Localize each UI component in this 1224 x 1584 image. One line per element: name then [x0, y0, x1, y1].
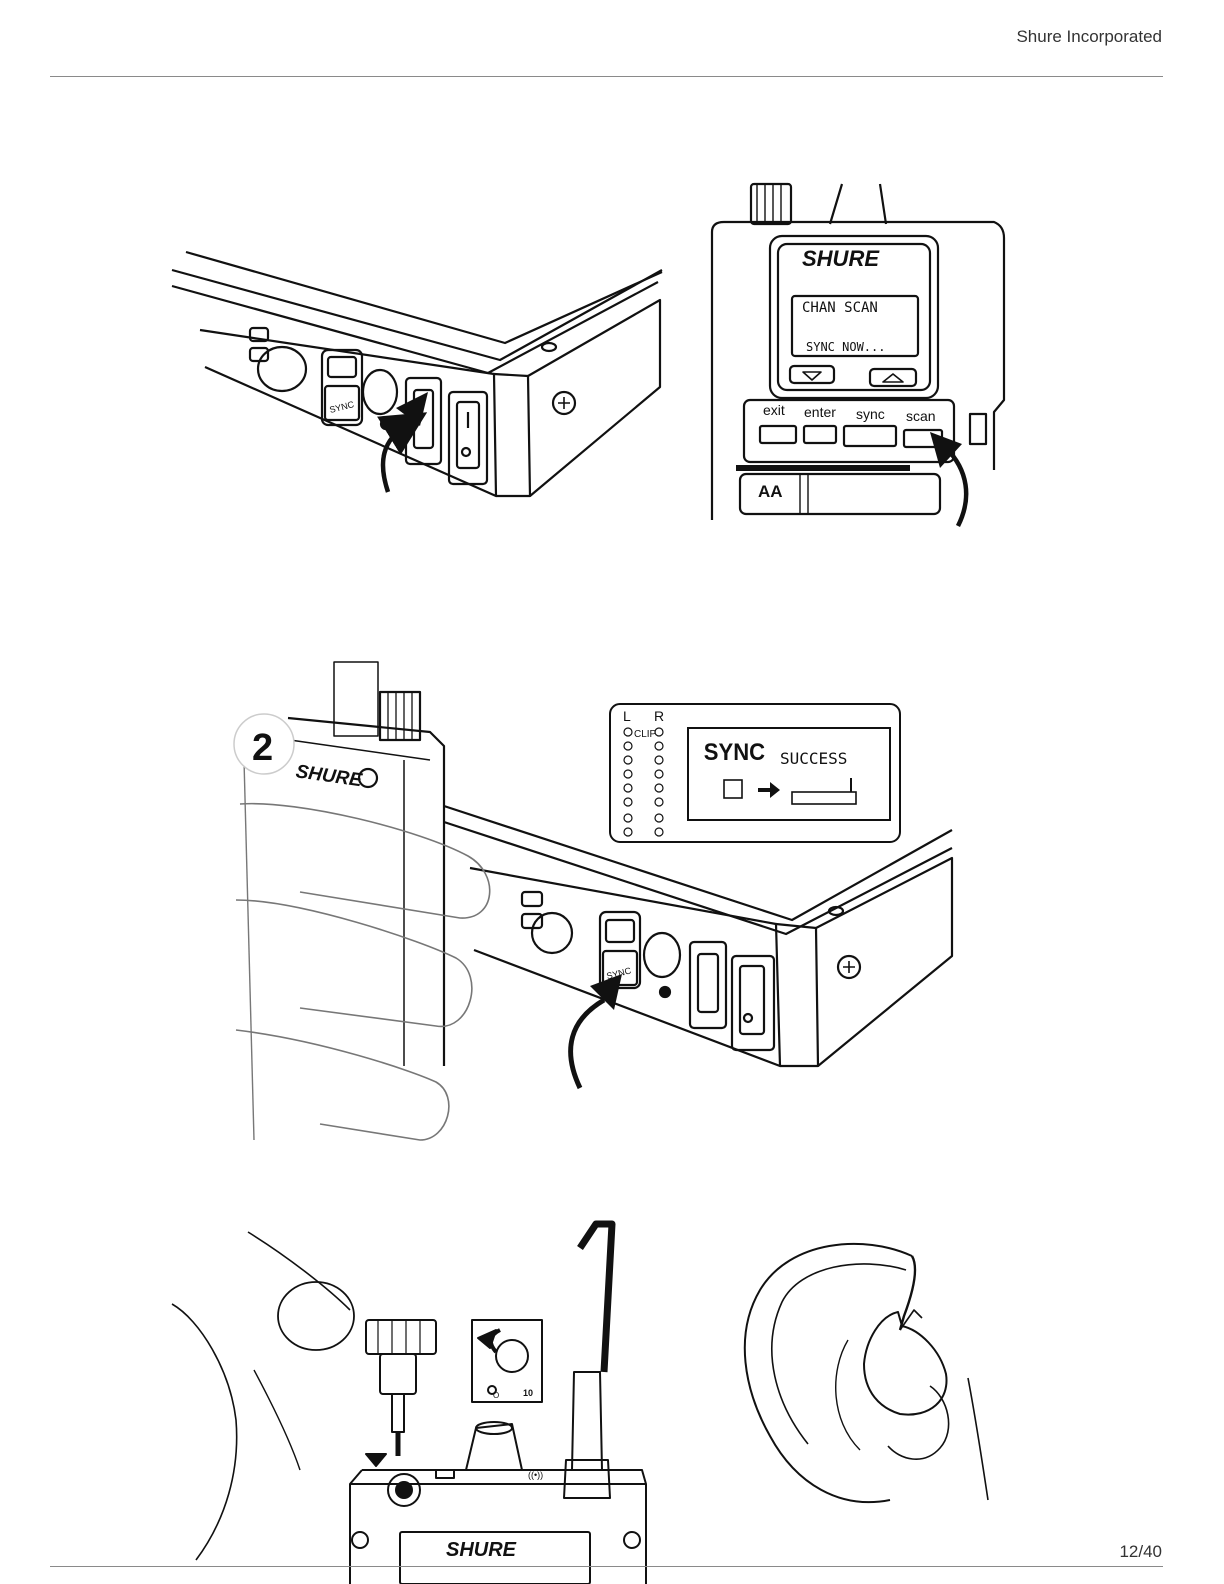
figure1-battery-label: AA — [758, 482, 783, 501]
figure3-bodypack — [172, 1224, 646, 1584]
figure2-meter-right: R — [654, 708, 664, 724]
figure2-display-callout: L R CLIP SYNC SUCCESS — [610, 704, 900, 842]
figure1-key-labels: exit enter sync scan — [763, 402, 936, 424]
figure2-bodypack-brand: SHURE — [294, 761, 364, 791]
figure1-scan-arrow — [946, 448, 966, 526]
figure1-key-sync: sync — [856, 406, 885, 422]
figure3-volume-max: 10 — [523, 1388, 533, 1398]
figure3-bodypack-brand: SHURE — [446, 1539, 517, 1561]
figure2-step-number: 2 — [252, 727, 273, 769]
figure1-key-enter: enter — [804, 404, 836, 420]
figure1-receiver: SYNC — [172, 252, 662, 496]
figure2-meter-left: L — [623, 708, 631, 724]
figure1-key-scan: scan — [906, 408, 936, 424]
figure1-lcd-line1: CHAN SCAN — [802, 300, 878, 316]
figure1-press-arrow — [383, 424, 408, 492]
figure1-key-exit: exit — [763, 402, 785, 418]
figure3-antenna-symbol: ((•)) — [528, 1470, 543, 1480]
figure2-display-title: SYNC — [704, 738, 766, 765]
figure1-arrowhead-icon — [396, 392, 428, 426]
figure2-sync-arrow — [571, 1000, 604, 1088]
figure1-lcd-line2: SYNC NOW... — [806, 340, 885, 354]
figure1-sync-button-label: SYNC — [328, 399, 355, 415]
figure1-bodypack-brand: SHURE — [802, 246, 880, 271]
figure3-ear — [745, 1244, 988, 1502]
figure2-meter-clip: CLIP — [634, 729, 657, 740]
figure3-volume-min: O — [493, 1391, 499, 1400]
footer-divider — [50, 1566, 1163, 1567]
page-number: 12/40 — [1119, 1542, 1162, 1562]
figure2-display-status: SUCCESS — [780, 749, 847, 768]
